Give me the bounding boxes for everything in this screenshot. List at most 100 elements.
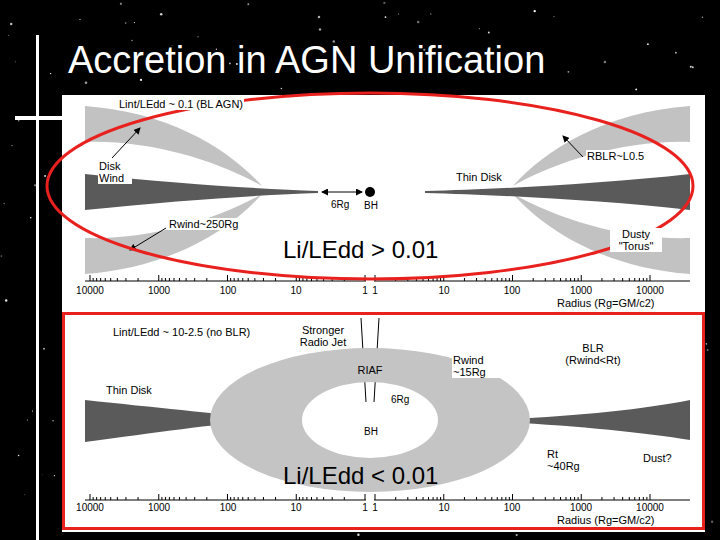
radius-note: 6Rg	[330, 199, 350, 210]
major-tick	[158, 494, 159, 500]
radius-note: Rt ~40Rg	[546, 448, 586, 472]
star	[43, 348, 45, 350]
minor-tick	[485, 497, 486, 500]
minor-tick	[476, 278, 477, 281]
minor-tick	[254, 278, 255, 281]
minor-tick	[629, 278, 630, 281]
star	[44, 175, 46, 177]
leader-line	[563, 136, 583, 157]
minor-tick	[634, 497, 635, 500]
minor-tick	[311, 497, 312, 500]
star	[675, 52, 677, 54]
star	[567, 71, 569, 73]
minor-tick	[497, 278, 498, 281]
star	[488, 32, 490, 34]
star	[647, 43, 649, 45]
star	[32, 410, 33, 411]
star	[319, 28, 321, 30]
minor-tick	[299, 497, 300, 500]
minor-tick	[161, 278, 162, 281]
axis-number: 10	[437, 502, 450, 513]
minor-tick	[316, 497, 317, 500]
part-name: BH	[363, 426, 379, 437]
star	[635, 88, 637, 90]
star	[24, 494, 26, 496]
node-label: Li/LEdd > 0.01	[283, 236, 438, 264]
axis-number: 100	[219, 285, 238, 296]
minor-tick	[491, 497, 492, 500]
radius-note: Rwind~250Rg	[168, 218, 239, 230]
minor-tick	[275, 278, 276, 281]
minor-tick	[238, 278, 239, 281]
minor-tick	[505, 497, 506, 500]
minor-tick	[639, 497, 640, 500]
star	[1, 255, 3, 257]
minor-tick	[110, 497, 111, 500]
minor-tick	[306, 497, 307, 500]
node-label: Li/LEdd < 0.01	[283, 462, 438, 490]
axis-number: 1000	[147, 285, 171, 296]
minor-tick	[574, 497, 575, 500]
axis-number: 10	[289, 285, 302, 296]
part-name: Disk Wind	[98, 160, 132, 184]
star	[79, 19, 80, 20]
minor-tick	[622, 497, 623, 500]
axis-number: 10000	[75, 285, 105, 296]
minor-tick	[93, 497, 94, 500]
axis-number: 10000	[75, 502, 105, 513]
minor-tick	[174, 278, 175, 281]
star	[318, 16, 321, 19]
star	[134, 22, 135, 23]
axis-number: 100	[503, 285, 522, 296]
minor-tick	[174, 497, 175, 500]
star	[430, 13, 431, 14]
figure-panel	[62, 95, 705, 532]
minor-tick	[570, 278, 571, 281]
radius-arrow	[322, 192, 362, 193]
minor-tick	[93, 278, 94, 281]
star	[702, 17, 704, 19]
minor-tick	[485, 278, 486, 281]
star	[34, 184, 36, 186]
minor-tick	[194, 497, 195, 500]
minor-tick	[344, 497, 345, 500]
minor-tick	[179, 278, 180, 281]
minor-tick	[332, 497, 333, 500]
minor-tick	[100, 278, 101, 281]
star	[553, 16, 554, 17]
star	[690, 66, 692, 68]
minor-tick	[263, 278, 264, 281]
minor-tick	[497, 497, 498, 500]
minor-tick	[416, 497, 417, 500]
axis-number: 10	[289, 502, 302, 513]
minor-tick	[578, 497, 579, 500]
minor-tick	[100, 497, 101, 500]
major-tick	[581, 275, 582, 281]
radius-note: 6Rg	[390, 394, 410, 405]
minor-tick	[440, 497, 441, 500]
minor-tick	[639, 278, 640, 281]
node-label: RIAF	[357, 364, 382, 377]
minor-tick	[565, 278, 566, 281]
minor-tick	[117, 497, 118, 500]
radius-axes	[85, 275, 690, 500]
black-hole	[365, 187, 375, 197]
minor-tick	[533, 278, 534, 281]
minor-tick	[248, 497, 249, 500]
axis-number: 1	[371, 285, 379, 296]
star	[383, 2, 385, 4]
axis-number: 1	[361, 285, 369, 296]
minor-tick	[125, 497, 126, 500]
minor-tick	[165, 497, 166, 500]
minor-tick	[601, 497, 602, 500]
star	[398, 13, 399, 14]
star	[692, 66, 694, 68]
minor-tick	[248, 278, 249, 281]
axis-number: 100	[219, 502, 238, 513]
part-name: Dusty "Torus"	[610, 228, 662, 252]
part-name: BLR (Rwind<Rt)	[556, 342, 630, 366]
star	[3, 203, 5, 205]
major-tick	[90, 494, 91, 500]
star	[534, 10, 536, 12]
minor-tick	[105, 278, 106, 281]
